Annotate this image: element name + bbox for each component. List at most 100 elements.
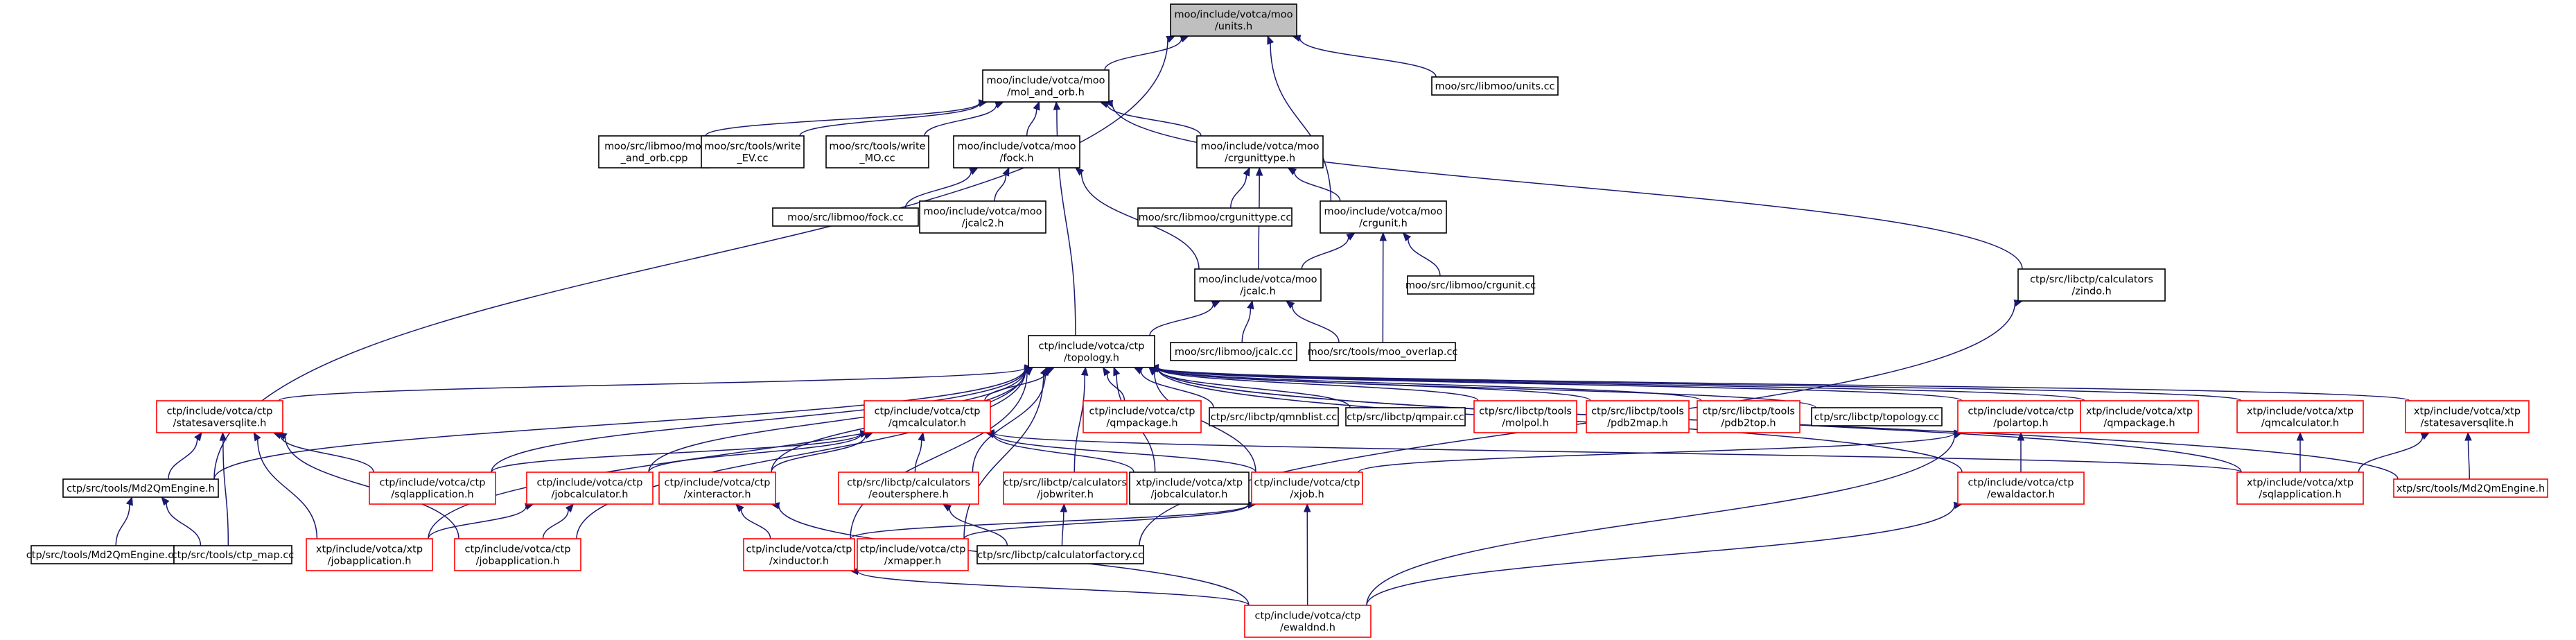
node-label-line: ctp/include/votca/ctp [465,544,571,555]
node-write_ev[interactable]: moo/src/tools/write_EV.cc [701,135,805,168]
arrowhead-topology_h-to-mol_and_orb [1053,101,1061,110]
node-jcalc_cc[interactable]: moo/src/libmoo/jcalc.cc [1170,342,1297,361]
arrowhead-xinductor-to-topology_h [1024,367,1033,376]
node-polartop[interactable]: ctp/include/votca/ctp/polartop.h [1957,400,2085,433]
node-box [526,472,654,505]
node-xtp_md2qmengine[interactable]: xtp/src/tools/Md2QmEngine.h [2393,478,2548,498]
arrowhead-jobwriter-to-topology_h [1080,366,1089,376]
edge-ewaldnd-to-xinductor [857,571,1250,606]
node-units_cc[interactable]: moo/src/libmoo/units.cc [1431,76,1559,96]
node-crgunit_cc[interactable]: moo/src/libmoo/crgunit.cc [1405,275,1536,295]
node-molpol[interactable]: ctp/src/libctp/tools/molpol.h [1473,400,1577,433]
node-label-line: /sqlapplication.h [391,490,473,501]
node-crgunittype_h[interactable]: moo/include/votca/moo/crgunittype.h [1196,135,1324,168]
edge-ctp_jobapplication-to-topology_h [576,370,1026,539]
node-ewaldactor[interactable]: ctp/include/votca/ctp/ewaldactor.h [1957,472,2085,505]
node-xinteractor[interactable]: ctp/include/votca/ctp/xinteractor.h [658,472,776,505]
node-xtp_qmpackage[interactable]: xtp/include/votca/xtp/qmpackage.h [2080,400,2199,433]
node-qmpair_cc[interactable]: ctp/src/libctp/qmpair.cc [1345,407,1466,426]
node-label-line: ctp/include/votca/ctp [665,478,771,489]
node-box [1697,400,1800,433]
node-mol_and_orb_cpp[interactable]: moo/src/libmoo/mol_and_orb.cpp [598,135,710,168]
node-ctp_statesaversqlite[interactable]: ctp/include/votca/ctp/statesaversqlite.h [156,400,283,433]
node-box [982,69,1110,103]
node-jobwriter[interactable]: ctp/src/libctp/calculators/jobwriter.h [1003,472,1128,505]
node-crgunittype_cc[interactable]: moo/src/libmoo/crgunittype.cc [1137,207,1293,227]
node-label-line: /fock.h [999,153,1033,164]
node-xtp_sqlapplication[interactable]: xtp/include/votca/xtp/sqlapplication.h [2236,472,2364,505]
node-pdb2map[interactable]: ctp/src/libctp/tools/pdb2map.h [1586,400,1690,433]
node-label-line: /xinteractor.h [683,490,751,501]
edge-ctp_jobapplication-to-jobcalculator_ctp [542,510,569,539]
node-label-line: ctp/src/tools/Md2QmEngine.cc [26,550,179,561]
arrowhead-xtp_sqlapplication-to-xtp_qmcalculator [2296,431,2304,441]
edge-topology_cc-to-topology_h [1157,367,1816,408]
node-fock_h[interactable]: moo/include/votca/moo/fock.h [953,135,1080,168]
node-label-line: /molpol.h [1502,418,1549,429]
node-jobcalculator_ctp[interactable]: ctp/include/votca/ctp/jobcalculator.h [526,472,654,505]
arrowhead-calculatorfactory-to-eoutersphere [942,503,952,512]
arrowhead-moo_overlap-to-crgunit_h [1379,232,1387,241]
node-xtp_jobapplication[interactable]: xtp/include/votca/xtp/jobapplication.h [306,538,433,571]
node-box [1244,605,1372,638]
node-box [1129,472,1250,505]
node-moo_overlap[interactable]: moo/src/tools/moo_overlap.cc [1308,342,1458,361]
node-xtp_statesaversqlite[interactable]: xtp/include/votca/xtp/statesaversqlite.h [2405,400,2530,433]
node-box [1209,407,1339,426]
node-ewaldnd[interactable]: ctp/include/votca/ctp/ewaldnd.h [1244,605,1372,638]
node-fock_cc[interactable]: moo/src/libmoo/fock.cc [772,207,919,227]
arrowhead-crgunit_h-to-units [1267,35,1274,45]
node-jobcalculator_xtp[interactable]: xtp/include/votca/xtp/jobcalculator.h [1129,472,1250,505]
node-ctp_sqlapplication[interactable]: ctp/include/votca/ctp/sqlapplication.h [369,472,496,505]
node-label-line: /crgunit.h [1359,218,1408,230]
node-label-line: moo/src/libmoo/mol [604,141,704,153]
node-label-line: /jcalc2.h [962,218,1004,230]
node-pdb2top[interactable]: ctp/src/libctp/tools/pdb2top.h [1697,400,1800,433]
node-box [838,472,979,505]
node-box [1586,400,1690,433]
node-label-line: /statesaversqlite.h [173,418,267,429]
arrowhead-ctp_jobapplication-to-ctp_statesaversqlite [277,432,288,440]
node-box [825,135,929,168]
node-label-line: ctp/src/libctp/qmpair.cc [1347,412,1464,423]
node-box [1170,342,1297,361]
node-units[interactable]: moo/include/votca/moo/units.h [1170,3,1297,37]
node-box [864,400,991,433]
arrowhead-ewaldnd-to-xjob [1304,503,1311,512]
node-label-line: ctp/src/tools/Md2QmEngine.h [67,483,215,494]
node-box [2236,400,2364,433]
edge-md2qmengine_h-to-ctp_statesaversqlite [168,438,198,480]
node-topology_cc[interactable]: ctp/src/libctp/topology.cc [1811,407,1943,426]
node-xinductor[interactable]: ctp/include/votca/ctp/xinductor.h [743,538,855,571]
node-qmcalculator_h[interactable]: ctp/include/votca/ctp/qmcalculator.h [864,400,991,433]
edge-molpol-to-topology_h [1157,367,1479,401]
node-jcalc2_h[interactable]: moo/include/votca/moo/jcalc2.h [919,200,1046,234]
node-label-line: /qmcalculator.h [2261,418,2339,429]
node-write_mo[interactable]: moo/src/tools/write_MO.cc [825,135,929,168]
node-calculatorfactory[interactable]: ctp/src/libctp/calculatorfactory.cc [976,545,1144,564]
edge-xinductor-to-xjob [850,504,1249,539]
node-ctp_jobapplication[interactable]: ctp/include/votca/ctp/jobapplication.h [454,538,581,571]
node-ctp_map[interactable]: ctp/src/tools/ctp_map.cc [172,545,295,564]
node-md2qmengine_h[interactable]: ctp/src/tools/Md2QmEngine.h [62,478,219,498]
node-box [1345,407,1466,426]
node-mol_and_orb[interactable]: moo/include/votca/moo/mol_and_orb.h [982,69,1110,103]
node-box [454,538,581,571]
node-label-line: xtp/include/votca/xtp [2086,406,2193,417]
node-label-line: xtp/include/votca/xtp [1136,478,1243,489]
node-qmpackage_ctp[interactable]: ctp/include/votca/ctp/qmpackage.h [1083,400,1202,433]
node-zindo_h[interactable]: ctp/src/libctp/calculators/zindo.h [2017,268,2166,302]
node-xtp_qmcalculator[interactable]: xtp/include/votca/xtp/qmcalculator.h [2236,400,2364,433]
node-label-line: xtp/include/votca/xtp [2247,478,2354,489]
node-crgunit_h[interactable]: moo/include/votca/moo/crgunit.h [1320,200,1447,234]
node-label-line: ctp/include/votca/ctp [167,406,273,417]
node-xjob[interactable]: ctp/include/votca/ctp/xjob.h [1251,472,1363,505]
node-jcalc_h[interactable]: moo/include/votca/moo/jcalc.h [1194,268,1322,302]
node-box [1473,400,1577,433]
node-md2qmengine_cc[interactable]: ctp/src/tools/Md2QmEngine.cc [26,545,179,564]
node-xmapper[interactable]: ctp/include/votca/ctp/xmapper.h [857,538,969,571]
arrowhead-xtp_md2qmengine-to-xtp_statesaversqlite [2464,431,2472,441]
node-eoutersphere[interactable]: ctp/src/libctp/calculators/eoutersphere.… [838,472,979,505]
node-topology_h[interactable]: ctp/include/votca/ctp/topology.h [1028,335,1155,368]
node-qmnblist_cc[interactable]: ctp/src/libctp/qmnblist.cc [1209,407,1339,426]
